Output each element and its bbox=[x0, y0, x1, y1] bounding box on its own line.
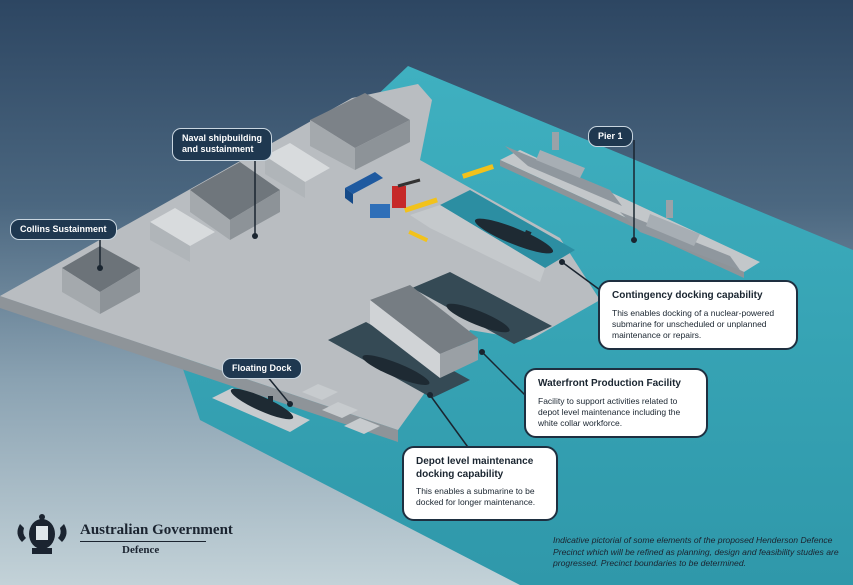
hazard-stripes bbox=[404, 164, 494, 243]
submarines bbox=[230, 218, 554, 420]
branding-divider bbox=[80, 541, 206, 542]
land-edge bbox=[0, 296, 398, 442]
warships bbox=[505, 132, 740, 270]
callout-depot-docking: Depot level maintenance docking capabili… bbox=[402, 446, 558, 521]
contingency-dock-wall bbox=[410, 205, 545, 282]
pier-1-edge bbox=[500, 160, 744, 278]
government-name: Australian Government bbox=[80, 522, 233, 538]
leader-dots bbox=[97, 233, 637, 407]
buildings bbox=[62, 93, 478, 378]
label-floating-dock: Floating Dock bbox=[222, 358, 302, 380]
containers-and-crane bbox=[345, 172, 421, 218]
label-naval-shipbuilding: Naval shipbuilding and sustainment bbox=[172, 128, 273, 161]
department-name: Defence bbox=[122, 544, 160, 556]
coat-of-arms-icon bbox=[17, 514, 67, 554]
disclaimer-text: Indicative pictorial of some elements of… bbox=[553, 535, 839, 569]
callout-body: This enables docking of a nuclear-powere… bbox=[612, 307, 775, 341]
callout-title: Depot level maintenance docking capabili… bbox=[416, 456, 534, 480]
callout-title: Waterfront Production Facility bbox=[538, 378, 681, 389]
callout-contingency-docking: Contingency docking capability This enab… bbox=[598, 280, 798, 350]
label-pier-1: Pier 1 bbox=[588, 126, 633, 148]
depot-dock-lower bbox=[328, 322, 470, 398]
callout-waterfront-production: Waterfront Production Facility Facility … bbox=[524, 368, 708, 438]
small-jetties bbox=[302, 384, 380, 434]
callout-title: Contingency docking capability bbox=[612, 290, 763, 301]
depot-dock-upper bbox=[412, 272, 552, 344]
callout-body: Facility to support activities related t… bbox=[538, 395, 681, 429]
label-collins-sustainment: Collins Sustainment bbox=[10, 219, 117, 241]
callout-body: This enables a submarine to be docked fo… bbox=[416, 486, 536, 508]
